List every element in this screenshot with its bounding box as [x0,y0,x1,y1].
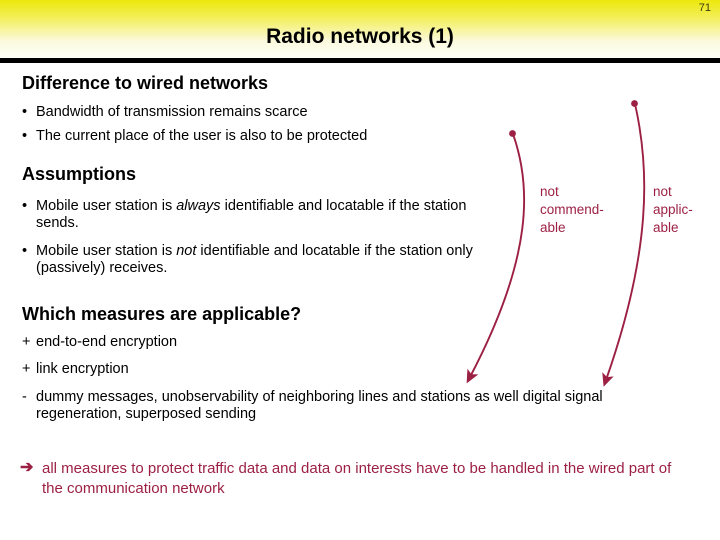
conclusion-label: all measures to protect traffic data and… [42,460,672,497]
list-item-label: link encryption [36,361,129,377]
list-item: • The current place of the user is also … [22,128,492,145]
section-heading-difference: Difference to wired networks [22,73,269,93]
list-item: + link encryption [22,361,542,378]
list-item-label: dummy messages, unobservability of neigh… [36,389,603,422]
page-title: Radio networks (1) [266,25,454,48]
list-item: • Bandwidth of transmission remains scar… [22,104,492,121]
header-gradient-band [0,0,720,58]
list-item-text-post: identifiable and locatable if the statio… [36,198,467,231]
annotation-not-applicable: not applic- able [653,183,720,237]
header-divider-rule [0,58,720,63]
list-item: - dummy messages, unobservability of nei… [22,389,622,423]
bullet-marker-icon: • [22,243,28,259]
bullet-marker-icon: • [22,128,28,144]
annotation-line: able [540,220,566,235]
list-item: + end-to-end encryption [22,334,542,351]
annotation-not-commendable: not commend- able [540,183,635,237]
list-item-text-post: identifiable and locatable if the statio… [36,243,473,276]
list-item-label: Mobile user station is always identifiab… [36,198,492,232]
curved-arrow-right-icon [602,100,646,387]
plus-marker-icon: + [22,334,31,350]
bullet-marker-icon: • [22,104,28,120]
annotation-line: commend- [540,202,604,217]
list-item-text-pre: Mobile user station is [36,198,177,214]
minus-marker-icon: - [22,389,27,405]
list-item-text-emphasis: always [176,198,221,214]
list-item-text-emphasis: not [176,243,197,259]
annotation-line: not [653,184,672,199]
annotation-line: able [653,220,679,235]
list-item: • Mobile user station is not identifiabl… [22,243,492,277]
annotation-line: not [540,184,559,199]
section-heading-assumptions: Assumptions [22,164,137,184]
page-number: 71 [698,2,711,14]
conclusion-statement: ➔ all measures to protect traffic data a… [20,459,680,499]
arrow-right-icon: ➔ [20,459,34,476]
list-item-text-pre: Mobile user station is [36,243,177,259]
plus-marker-icon: + [22,361,31,377]
list-item-label: end-to-end encryption [36,334,178,350]
list-item-label: The current place of the user is also to… [36,128,368,144]
list-item-label: Mobile user station is not identifiable … [36,243,492,277]
list-item-label: Bandwidth of transmission remains scarce [36,104,308,120]
list-item: • Mobile user station is always identifi… [22,198,492,232]
section-heading-measures: Which measures are applicable? [22,304,302,324]
bullet-marker-icon: • [22,198,28,214]
annotation-line: applic- [653,202,693,217]
